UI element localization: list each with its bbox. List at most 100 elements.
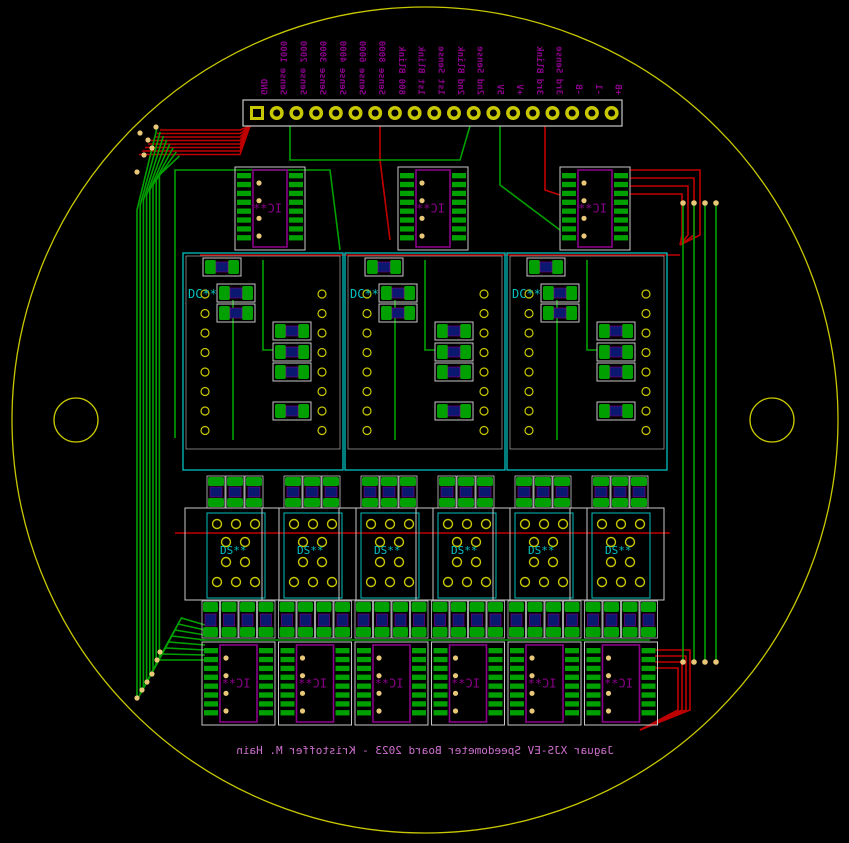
- pin-label: 3rd Blink: [534, 46, 545, 95]
- ic-pad: [289, 190, 303, 197]
- part-pad: [460, 404, 471, 418]
- ic-pad: [641, 648, 656, 654]
- ic-courtyard: [201, 641, 276, 726]
- smd-part: [434, 401, 474, 421]
- ic-pad: [641, 710, 656, 716]
- th-pad: [249, 518, 261, 530]
- via: [223, 708, 229, 714]
- part-pad: [246, 498, 262, 507]
- ic-body: [252, 169, 288, 248]
- part-pad: [622, 404, 633, 418]
- smd-part: [540, 303, 580, 323]
- pin-label: 2nd Sense: [475, 46, 485, 95]
- driver-ic: IC**: [584, 641, 658, 726]
- module-designator: DC**: [188, 287, 217, 301]
- module-silk: [185, 255, 341, 450]
- part-body: [489, 613, 502, 627]
- th-pad: [297, 536, 309, 548]
- part-body: [228, 486, 242, 498]
- part-outline: [540, 303, 580, 323]
- part-body: [642, 613, 655, 627]
- driver-module: [431, 600, 505, 639]
- th-pad: [547, 536, 559, 548]
- part-body: [434, 613, 446, 627]
- smd-part: [216, 283, 256, 303]
- th-pad: [317, 425, 327, 436]
- smd-part: [272, 321, 312, 341]
- part-body: [229, 287, 243, 299]
- part-pad: [240, 627, 255, 637]
- th-pad: [374, 556, 386, 568]
- ic-designator: IC**: [416, 202, 445, 216]
- ic-pad: [641, 665, 656, 672]
- ic-pad: [614, 173, 628, 179]
- ic-pad: [335, 665, 350, 672]
- part-outline: [410, 600, 429, 639]
- via: [691, 659, 697, 665]
- part-pad: [451, 602, 466, 612]
- ic-pad: [614, 217, 628, 223]
- part-body: [324, 486, 338, 498]
- part-body: [594, 486, 608, 498]
- part-pad: [527, 627, 543, 637]
- part-outline: [220, 600, 239, 639]
- part-pad: [509, 627, 524, 637]
- ic-pad: [565, 674, 579, 680]
- part-body: [609, 366, 623, 378]
- ic-pad: [259, 648, 273, 654]
- ic-pad: [289, 199, 303, 205]
- part-pad: [535, 477, 551, 486]
- trace: [630, 193, 683, 246]
- part-pad: [437, 324, 448, 338]
- smd-part: [434, 342, 474, 362]
- driver-ic: IC**: [201, 641, 276, 726]
- via: [149, 145, 155, 151]
- ic-pad: [357, 683, 371, 689]
- ic-pad: [412, 701, 426, 707]
- pin-drill: [509, 109, 517, 117]
- part-pad: [208, 477, 224, 486]
- part-body: [447, 405, 461, 417]
- part-pad: [298, 324, 309, 338]
- module-silk: [347, 255, 503, 450]
- pin-label: Sense 6000: [357, 41, 367, 95]
- part-pad: [437, 345, 448, 359]
- part-body: [215, 261, 229, 273]
- part-outline: [272, 342, 312, 362]
- board-outline: [11, 6, 839, 834]
- ic-pad: [412, 648, 426, 654]
- trace: [289, 125, 471, 161]
- pin-label: 2nd Blink: [455, 46, 466, 95]
- th-pad: [317, 347, 327, 358]
- th-pad: [451, 556, 463, 568]
- via: [223, 673, 229, 679]
- via: [256, 198, 262, 204]
- via: [452, 655, 459, 661]
- module-designator: DS**: [297, 544, 324, 557]
- ic-designator: IC**: [298, 677, 327, 691]
- part-outline: [296, 600, 315, 639]
- ic-pad: [562, 208, 576, 214]
- part-pad: [622, 345, 633, 359]
- th-pad: [297, 556, 309, 568]
- ic-pad: [204, 710, 218, 716]
- part-outline: [596, 401, 636, 421]
- part-pad: [593, 498, 609, 507]
- ic-pad: [510, 656, 524, 663]
- ic-designator: IC**: [528, 677, 557, 691]
- part-pad: [242, 286, 253, 300]
- part-body: [587, 613, 599, 627]
- module-silk: [509, 255, 665, 450]
- via: [713, 200, 719, 206]
- part-pad: [227, 477, 243, 486]
- ic-pad: [237, 226, 251, 232]
- trace: [630, 185, 689, 246]
- ic-pad: [565, 701, 579, 707]
- ic-pad: [433, 692, 448, 698]
- via: [452, 708, 459, 714]
- ic-pad: [452, 217, 466, 223]
- trace: [158, 155, 206, 659]
- th-pad: [480, 518, 492, 530]
